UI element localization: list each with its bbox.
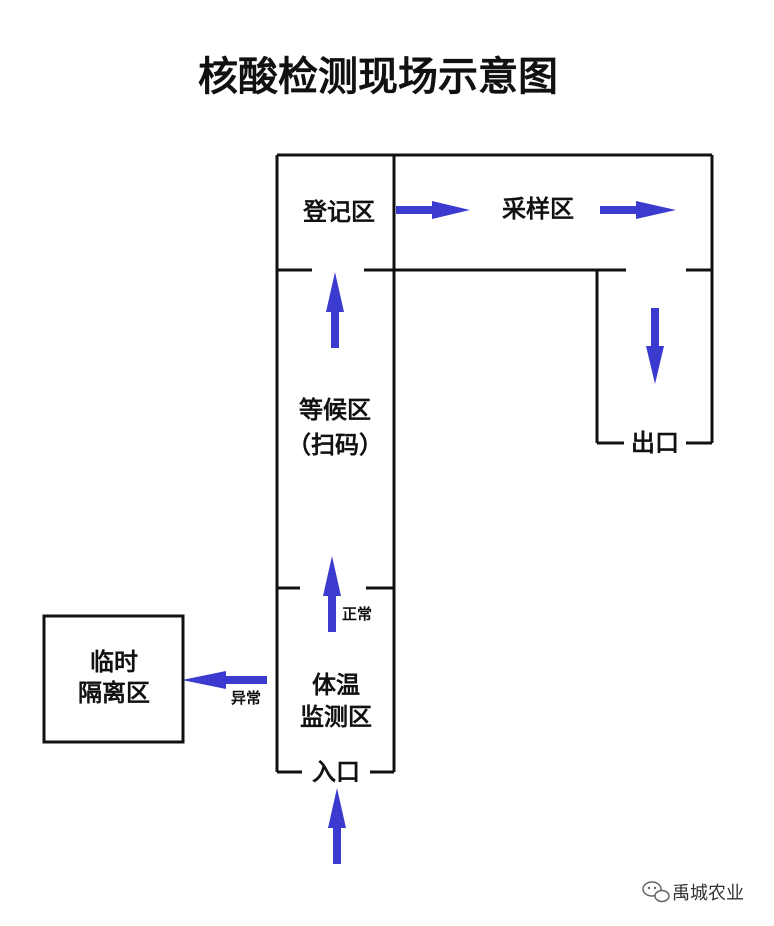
zone-sampling-label: 采样区 bbox=[502, 194, 574, 223]
arrow-left-abnormal-icon bbox=[182, 671, 267, 689]
zone-entrance-label: 入口 bbox=[312, 757, 360, 786]
zone-waiting-sublabel: （扫码） bbox=[287, 430, 383, 459]
zone-exit-label: 出口 bbox=[631, 428, 679, 457]
watermark: 禹城农业 bbox=[642, 881, 744, 904]
arrow-down-exit-icon bbox=[646, 308, 664, 384]
walls bbox=[42, 153, 714, 774]
isolation-box bbox=[42, 614, 185, 744]
watermark-text: 禹城农业 bbox=[672, 883, 744, 904]
zone-isolation-sublabel: 隔离区 bbox=[78, 678, 150, 707]
zone-waiting-label: 等候区 bbox=[299, 395, 371, 424]
arrow-up-normal-icon bbox=[323, 556, 341, 632]
wechat-icon bbox=[642, 881, 670, 903]
flow-arrows bbox=[182, 201, 676, 864]
zone-isolation-label: 临时 bbox=[90, 647, 138, 676]
zone-temperature-sublabel: 监测区 bbox=[300, 702, 372, 731]
arrow-up-waiting-icon bbox=[326, 272, 344, 348]
zone-temperature-label: 体温 bbox=[312, 670, 360, 699]
arrow-right-registration-icon bbox=[396, 201, 470, 219]
diagram-title: 核酸检测现场示意图 bbox=[198, 53, 558, 100]
arrow-up-entrance-icon bbox=[328, 788, 346, 864]
branch-abnormal-label: 异常 bbox=[231, 689, 261, 707]
arrow-right-sampling-icon bbox=[600, 201, 676, 219]
zone-registration-label: 登记区 bbox=[302, 197, 375, 226]
branch-normal-label: 正常 bbox=[342, 605, 372, 623]
